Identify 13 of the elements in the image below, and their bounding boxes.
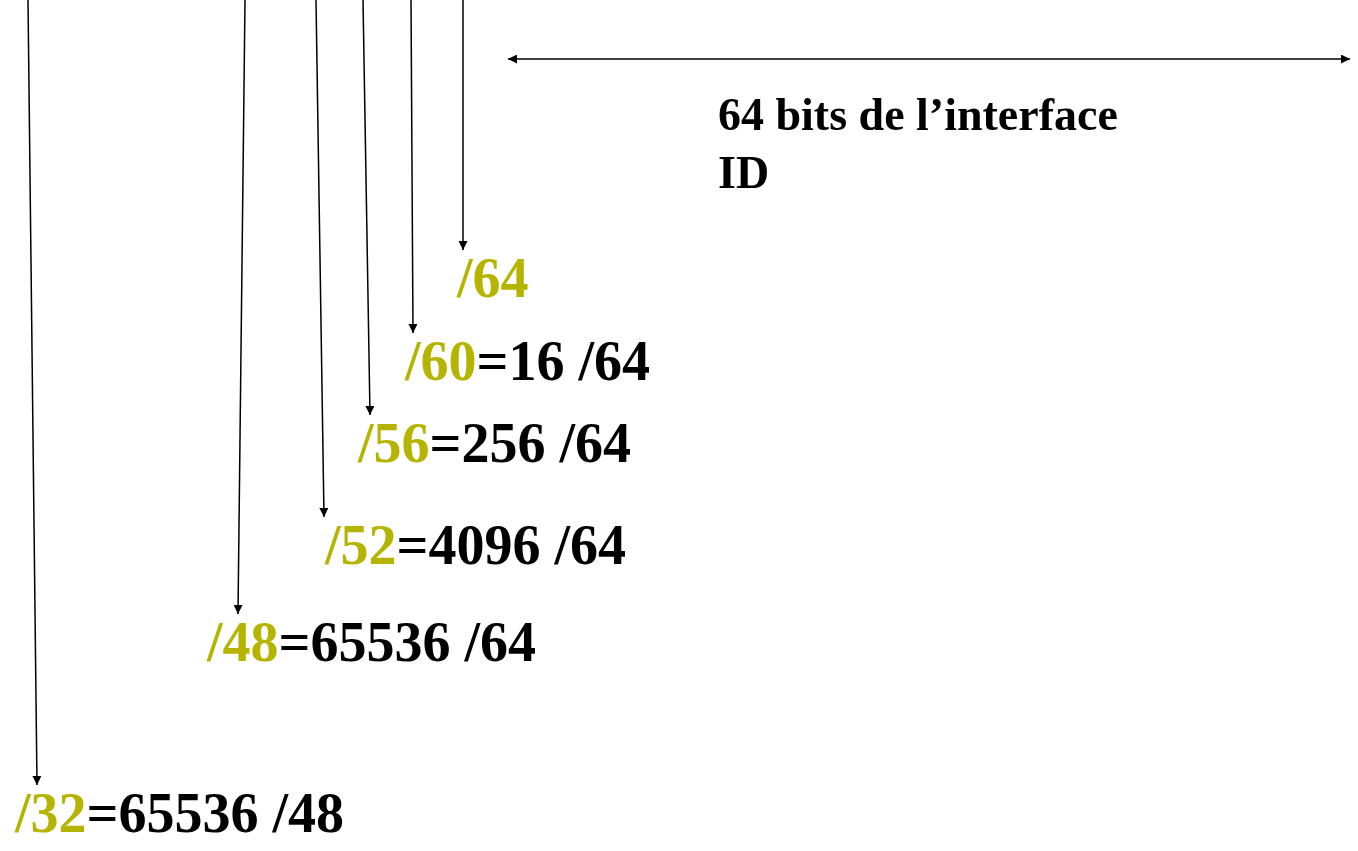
arrow	[233, 0, 246, 615]
arrow	[458, 0, 468, 251]
dimension-label: 64 bits de l’interface ID	[718, 88, 1118, 200]
prefix-label: /56=256 /64	[358, 415, 632, 471]
prefix-label: /60=16 /64	[405, 333, 651, 389]
arrow	[362, 0, 375, 416]
prefix-label: /32=65536 /48	[15, 785, 345, 841]
arrow	[315, 0, 329, 518]
prefix-label: /52=4096 /64	[325, 517, 627, 573]
prefix-label: /64	[457, 250, 529, 306]
prefix-label: /48=65536 /64	[207, 614, 537, 670]
arrow	[408, 0, 418, 334]
arrow	[27, 0, 42, 786]
